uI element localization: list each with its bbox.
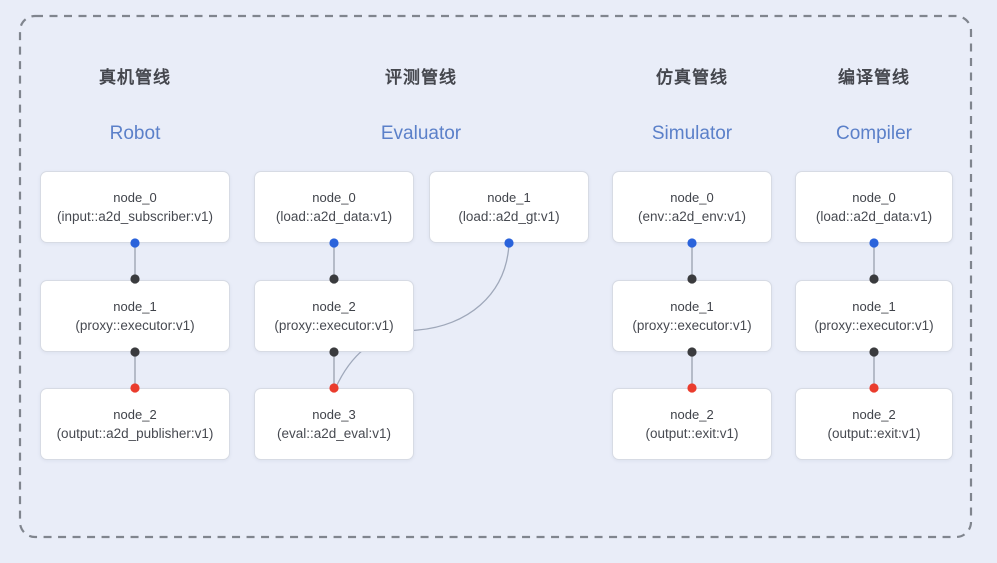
- node-box-robot-node0: node_0 (input::a2d_subscriber:v1): [40, 171, 230, 243]
- node-name: node_2: [312, 299, 356, 314]
- node-name: node_1: [852, 299, 896, 314]
- node-type: (load::a2d_gt:v1): [458, 209, 560, 224]
- node-name: node_0: [312, 190, 356, 205]
- pipeline-title-en-robot: Robot: [109, 123, 161, 144]
- node-box-evaluator-node3: node_3 (eval::a2d_eval:v1): [254, 388, 414, 460]
- node-type: (input::a2d_subscriber:v1): [56, 209, 214, 224]
- node-box-compiler-node0: node_0 (load::a2d_data:v1): [795, 171, 953, 243]
- node-name: node_1: [113, 299, 157, 314]
- node-box-robot-node2: node_2 (output::a2d_publisher:v1): [40, 388, 230, 460]
- node-name: node_0: [113, 190, 157, 205]
- node-type: (output::exit:v1): [645, 426, 739, 441]
- node-type: (output::a2d_publisher:v1): [56, 426, 214, 441]
- node-type: (proxy::executor:v1): [274, 318, 394, 333]
- node-box-evaluator-node1: node_1 (load::a2d_gt:v1): [429, 171, 589, 243]
- node-name: node_0: [852, 190, 896, 205]
- node-name: node_3: [312, 407, 356, 422]
- node-type: (proxy::executor:v1): [632, 318, 752, 333]
- node-box-compiler-node2: node_2 (output::exit:v1): [795, 388, 953, 460]
- node-box-compiler-node1: node_1 (proxy::executor:v1): [795, 280, 953, 352]
- node-name: node_2: [670, 407, 714, 422]
- node-box-evaluator-node0: node_0 (load::a2d_data:v1): [254, 171, 414, 243]
- pipeline-title-en-simulator: Simulator: [651, 123, 733, 144]
- node-type: (load::a2d_data:v1): [275, 209, 393, 224]
- pipeline-title-en-evaluator: Evaluator: [380, 123, 462, 144]
- node-type: (proxy::executor:v1): [75, 318, 195, 333]
- node-box-robot-node1: node_1 (proxy::executor:v1): [40, 280, 230, 352]
- node-name: node_2: [113, 407, 157, 422]
- node-type: (env::a2d_env:v1): [637, 209, 747, 224]
- pipeline-title-zh-robot: 真机管线: [99, 68, 171, 87]
- node-name: node_1: [487, 190, 531, 205]
- pipeline-title-en-compiler: Compiler: [835, 123, 913, 144]
- node-box-simulator-node2: node_2 (output::exit:v1): [612, 388, 772, 460]
- node-name: node_1: [670, 299, 714, 314]
- node-type: (eval::a2d_eval:v1): [276, 426, 392, 441]
- pipeline-title-zh-evaluator: 评测管线: [385, 68, 457, 87]
- node-type: (output::exit:v1): [827, 426, 921, 441]
- node-type: (proxy::executor:v1): [814, 318, 934, 333]
- node-name: node_0: [670, 190, 714, 205]
- node-type: (load::a2d_data:v1): [815, 209, 933, 224]
- pipeline-title-zh-compiler: 编译管线: [838, 68, 910, 87]
- node-box-simulator-node1: node_1 (proxy::executor:v1): [612, 280, 772, 352]
- node-box-evaluator-node2: node_2 (proxy::executor:v1): [254, 280, 414, 352]
- node-box-simulator-node0: node_0 (env::a2d_env:v1): [612, 171, 772, 243]
- pipeline-title-zh-simulator: 仿真管线: [656, 68, 728, 87]
- node-name: node_2: [852, 407, 896, 422]
